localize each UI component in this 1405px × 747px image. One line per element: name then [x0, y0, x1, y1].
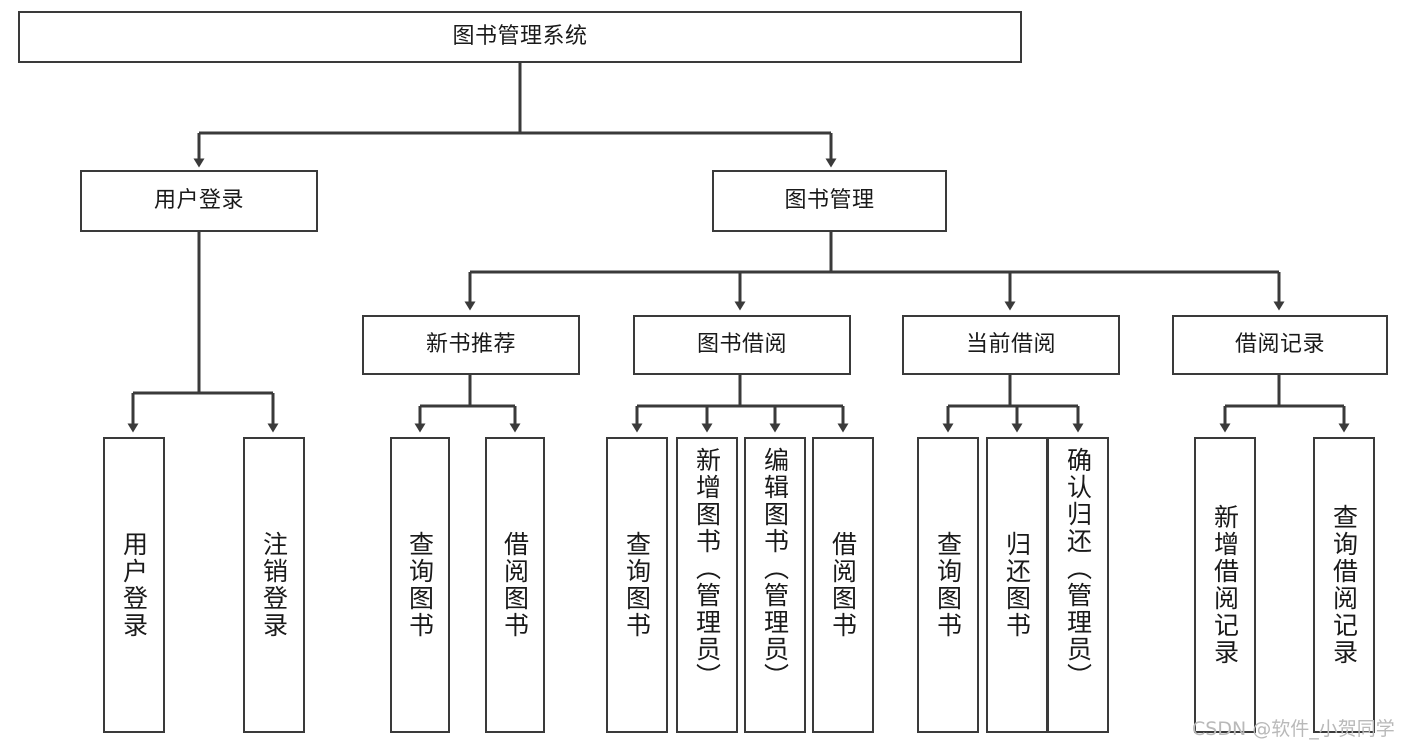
leaf-user-logout[interactable]: 注销登录 [243, 437, 305, 733]
node-current-borrow-label: 当前借阅 [965, 332, 1056, 358]
leaf-user-login[interactable]: 用户登录 [103, 437, 165, 733]
leaf-return-book[interactable]: 归还图书 [986, 437, 1048, 733]
leaf-query-book-2[interactable]: 查询图书 [606, 437, 668, 733]
leaf-borrow-book-1[interactable]: 借阅图书 [485, 437, 545, 733]
leaf-add-book[interactable]: 新增图书（管理员） [676, 437, 738, 733]
leaf-query-record[interactable]: 查询借阅记录 [1313, 437, 1375, 733]
leaf-add-book-label: 新增图书（管理员） [692, 447, 722, 690]
node-book-manage[interactable]: 图书管理 [712, 170, 947, 232]
leaf-confirm-return-label: 确认归还（管理员） [1063, 447, 1093, 690]
node-root[interactable]: 图书管理系统 [18, 11, 1022, 63]
node-book-borrow[interactable]: 图书借阅 [633, 315, 851, 375]
leaf-add-record-label: 新增借阅记录 [1210, 504, 1240, 666]
node-current-borrow[interactable]: 当前借阅 [902, 315, 1120, 375]
leaf-user-logout-label: 注销登录 [259, 531, 289, 639]
node-user-login-label: 用户登录 [153, 188, 244, 214]
node-new-book-recommend[interactable]: 新书推荐 [362, 315, 580, 375]
node-borrow-record-label: 借阅记录 [1234, 332, 1325, 358]
leaf-add-record[interactable]: 新增借阅记录 [1194, 437, 1256, 733]
leaf-return-book-label: 归还图书 [1002, 531, 1032, 639]
node-user-login[interactable]: 用户登录 [80, 170, 318, 232]
leaf-user-login-label: 用户登录 [119, 531, 149, 639]
leaf-query-book-1-label: 查询图书 [405, 531, 435, 639]
leaf-borrow-book-1-label: 借阅图书 [500, 531, 530, 639]
leaf-query-book-3-label: 查询图书 [933, 531, 963, 639]
csdn-watermark: CSDN @软件_小贺同学 [1192, 718, 1395, 740]
node-root-label: 图书管理系统 [452, 24, 588, 50]
leaf-edit-book[interactable]: 编辑图书（管理员） [744, 437, 806, 733]
node-new-book-recommend-label: 新书推荐 [425, 332, 516, 358]
leaf-query-book-2-label: 查询图书 [622, 531, 652, 639]
leaf-query-record-label: 查询借阅记录 [1329, 504, 1359, 666]
leaf-borrow-book-2-label: 借阅图书 [828, 531, 858, 639]
node-book-borrow-label: 图书借阅 [696, 332, 787, 358]
node-borrow-record[interactable]: 借阅记录 [1172, 315, 1388, 375]
leaf-confirm-return[interactable]: 确认归还（管理员） [1047, 437, 1109, 733]
leaf-query-book-1[interactable]: 查询图书 [390, 437, 450, 733]
leaf-edit-book-label: 编辑图书（管理员） [760, 447, 790, 690]
leaf-query-book-3[interactable]: 查询图书 [917, 437, 979, 733]
node-book-manage-label: 图书管理 [784, 188, 875, 214]
leaf-borrow-book-2[interactable]: 借阅图书 [812, 437, 874, 733]
